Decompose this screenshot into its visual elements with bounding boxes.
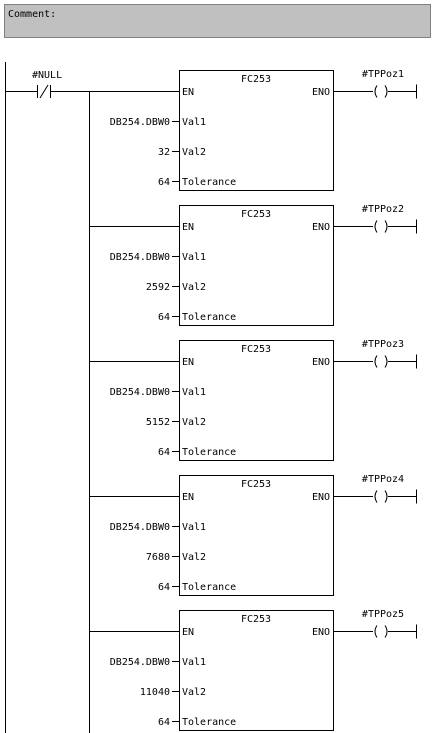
fc-block-title: FC253 [241,344,271,355]
en-label: EN [182,87,194,98]
input-value-val1[interactable]: DB254.DBW0 [110,387,170,398]
coil-label: #TPPoz4 [362,474,404,485]
input-value-tolerance[interactable]: 64 [158,717,170,728]
output-coil[interactable] [374,355,388,368]
coil-right-arc [384,355,388,368]
input-label-val1: Val1 [182,117,206,128]
en-label: EN [182,357,194,368]
comment-bar[interactable]: Comment: [4,4,431,38]
input-label-val2: Val2 [182,552,206,563]
comment-label: Comment: [8,9,57,20]
input-value-val1[interactable]: DB254.DBW0 [110,657,170,668]
coil-label: #TPPoz1 [362,69,404,80]
input-value-val1[interactable]: DB254.DBW0 [110,522,170,533]
fc-block-box[interactable] [179,205,334,326]
en-label: EN [182,492,194,503]
output-coil[interactable] [374,625,388,638]
coil-right-arc [384,220,388,233]
output-coil[interactable] [374,490,388,503]
coil-right-arc [384,490,388,503]
coil-label: #TPPoz3 [362,339,404,350]
input-value-val2[interactable]: 5152 [146,417,170,428]
input-value-tolerance[interactable]: 64 [158,312,170,323]
input-label-val2: Val2 [182,687,206,698]
coil-left-arc [374,355,378,368]
input-value-tolerance[interactable]: 64 [158,177,170,188]
input-value-tolerance[interactable]: 64 [158,447,170,458]
en-label: EN [182,627,194,638]
fc-block-box[interactable] [179,610,334,731]
input-value-val2[interactable]: 7680 [146,552,170,563]
input-label-val2: Val2 [182,417,206,428]
contact-null[interactable]: #NULL [5,70,89,99]
input-label-val1: Val1 [182,252,206,263]
input-label-val1: Val1 [182,387,206,398]
input-label-tolerance: Tolerance [182,717,236,728]
fc-block-box[interactable] [179,475,334,596]
input-value-val2[interactable]: 2592 [146,282,170,293]
coil-left-arc [374,85,378,98]
input-value-val2[interactable]: 11040 [140,687,170,698]
eno-label: ENO [312,492,330,503]
input-label-tolerance: Tolerance [182,582,236,593]
contact-negation-slash [39,84,49,99]
fc-block-box[interactable] [179,70,334,191]
input-label-tolerance: Tolerance [182,312,236,323]
input-value-tolerance[interactable]: 64 [158,582,170,593]
input-label-val1: Val1 [182,657,206,668]
input-label-tolerance: Tolerance [182,177,236,188]
coil-right-arc [384,85,388,98]
fc-block-box[interactable] [179,340,334,461]
coil-left-arc [374,490,378,503]
coil-right-arc [384,625,388,638]
input-label-val2: Val2 [182,147,206,158]
output-coil[interactable] [374,85,388,98]
coil-label: #TPPoz2 [362,204,404,215]
eno-label: ENO [312,87,330,98]
fc-block-title: FC253 [241,209,271,220]
eno-label: ENO [312,357,330,368]
en-label: EN [182,222,194,233]
input-label-tolerance: Tolerance [182,447,236,458]
eno-label: ENO [312,222,330,233]
contact-label: #NULL [32,70,62,81]
coil-left-arc [374,625,378,638]
input-value-val1[interactable]: DB254.DBW0 [110,117,170,128]
input-label-val1: Val1 [182,522,206,533]
input-value-val1[interactable]: DB254.DBW0 [110,252,170,263]
input-label-val2: Val2 [182,282,206,293]
fc-block-title: FC253 [241,614,271,625]
fc-block-title: FC253 [241,74,271,85]
eno-label: ENO [312,627,330,638]
coil-left-arc [374,220,378,233]
fc-block-title: FC253 [241,479,271,490]
coil-label: #TPPoz5 [362,609,404,620]
input-value-val2[interactable]: 32 [158,147,170,158]
output-coil[interactable] [374,220,388,233]
